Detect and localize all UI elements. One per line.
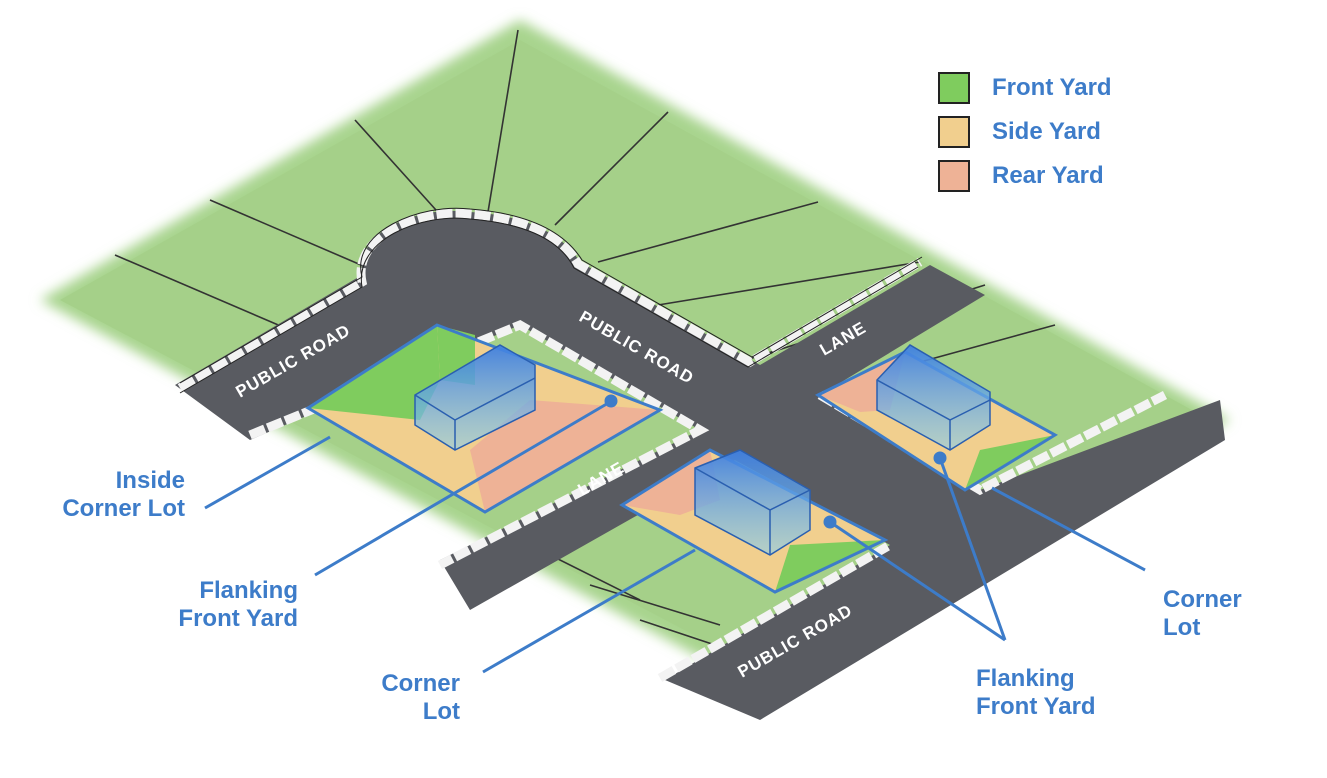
- callout-line-2: Front Yard: [976, 693, 1096, 720]
- legend-item-side-yard: Side Yard: [938, 110, 1112, 154]
- callout-line-2: Lot: [1163, 614, 1201, 641]
- legend-label: Side Yard: [992, 118, 1101, 145]
- side-yard-swatch: [938, 116, 970, 148]
- callout-line-1: Flanking: [199, 577, 298, 604]
- corner-lot-bottom: [619, 448, 889, 594]
- rear-yard-swatch: [938, 160, 970, 192]
- callout-inside-corner-lot: Inside Corner Lot: [40, 467, 185, 523]
- house-icon: [694, 449, 811, 556]
- front-yard-swatch: [938, 72, 970, 104]
- corner-lot-right: [814, 344, 1058, 492]
- legend: Front Yard Side Yard Rear Yard: [938, 66, 1112, 198]
- legend-label: Front Yard: [992, 74, 1112, 101]
- callout-corner-lot-right: Corner Lot: [1163, 586, 1273, 642]
- legend-item-rear-yard: Rear Yard: [938, 154, 1112, 198]
- callout-line-1: Inside: [115, 467, 185, 494]
- callout-line-2: Front Yard: [178, 605, 298, 632]
- callout-line-2: Lot: [422, 698, 460, 725]
- callout-line-1: Corner: [381, 670, 460, 697]
- callout-corner-lot-left: Corner Lot: [360, 670, 460, 726]
- callout-line-1: Corner: [1163, 586, 1242, 613]
- curbs-outline: [179, 207, 923, 394]
- callout-line-2: Corner Lot: [62, 495, 185, 522]
- callout-flanking-front-yard-right: Flanking Front Yard: [976, 665, 1126, 721]
- callout-line-1: Flanking: [976, 665, 1075, 692]
- legend-item-front-yard: Front Yard: [938, 66, 1112, 110]
- callout-lines: [204, 394, 1146, 674]
- callout-flanking-front-yard-left: Flanking Front Yard: [140, 577, 298, 633]
- inside-corner-lot: [305, 323, 664, 514]
- legend-label: Rear Yard: [992, 162, 1104, 189]
- house-icon: [876, 344, 991, 451]
- house-icon: [414, 344, 536, 451]
